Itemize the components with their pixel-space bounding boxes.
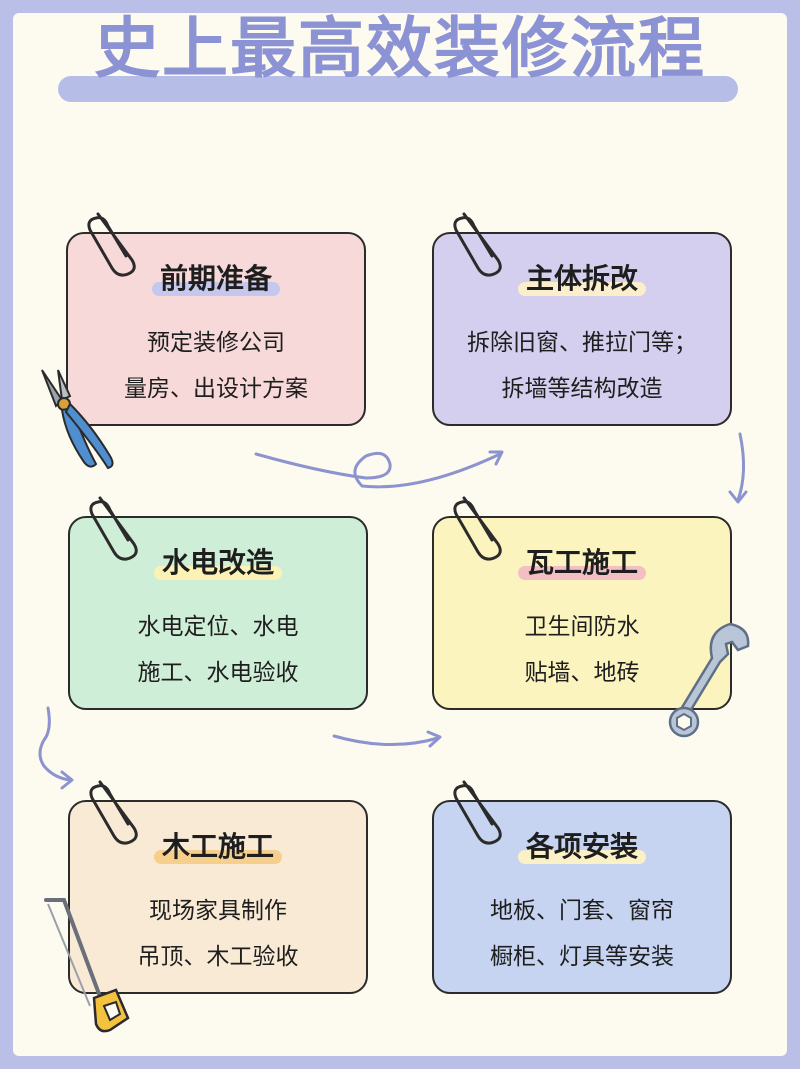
card-carpentry: 木工施工 现场家具制作 吊顶、木工验收: [68, 800, 368, 994]
paperclip-icon: [453, 780, 502, 845]
card-title: 各项安装: [517, 828, 647, 866]
arrow-icon: [38, 706, 72, 782]
saw-icon: [44, 898, 130, 1033]
card-line: 吊顶、木工验收: [137, 944, 299, 970]
card-title: 瓦工施工: [517, 544, 647, 582]
card-line: 拆墙等结构改造: [501, 376, 663, 402]
arrow-icon: [728, 490, 748, 504]
arrow-icon: [60, 770, 74, 790]
paperclip-icon: [453, 496, 502, 561]
arrow-icon: [736, 432, 746, 502]
card-title: 木工施工: [153, 828, 283, 866]
card-line: 贴墙、地砖: [524, 660, 640, 686]
card-demolition: 主体拆改 拆除旧窗、推拉门等； 拆墙等结构改造: [432, 232, 732, 426]
card-line: 预定装修公司: [147, 330, 285, 356]
card-title: 前期准备: [151, 260, 281, 298]
wrench-icon: [668, 622, 750, 738]
paperclip-icon: [453, 212, 502, 277]
card-line: 地板、门套、窗帘: [490, 898, 674, 924]
pliers-icon: [41, 369, 114, 470]
card-line: 现场家具制作: [149, 898, 287, 924]
arrow-icon: [332, 734, 440, 747]
card-line: 量房、出设计方案: [124, 376, 308, 402]
paperclip-icon: [89, 496, 138, 561]
page-title: 史上最高效装修流程: [94, 10, 706, 87]
paperclip-icon: [89, 780, 138, 845]
arrow-icon: [426, 730, 442, 748]
card-plumbing-electrical: 水电改造 水电定位、水电 施工、水电验收: [68, 516, 368, 710]
card-title: 水电改造: [153, 544, 283, 582]
card-title: 主体拆改: [517, 260, 647, 298]
paperclip-icon: [87, 212, 136, 277]
arrow-icon: [488, 450, 504, 466]
card-line: 卫生间防水: [524, 614, 640, 640]
card-tiling: 瓦工施工 卫生间防水 贴墙、地砖: [432, 516, 732, 710]
card-line: 橱柜、灯具等安装: [490, 944, 674, 970]
card-line: 拆除旧窗、推拉门等；: [467, 330, 697, 356]
card-installation: 各项安装 地板、门套、窗帘 橱柜、灯具等安装: [432, 800, 732, 994]
card-line: 施工、水电验收: [137, 660, 299, 686]
card-preparation: 前期准备 预定装修公司 量房、出设计方案: [66, 232, 366, 426]
card-line: 水电定位、水电: [137, 614, 299, 640]
title-highlight-bar: [58, 76, 738, 102]
arrow-icon: [254, 451, 502, 489]
